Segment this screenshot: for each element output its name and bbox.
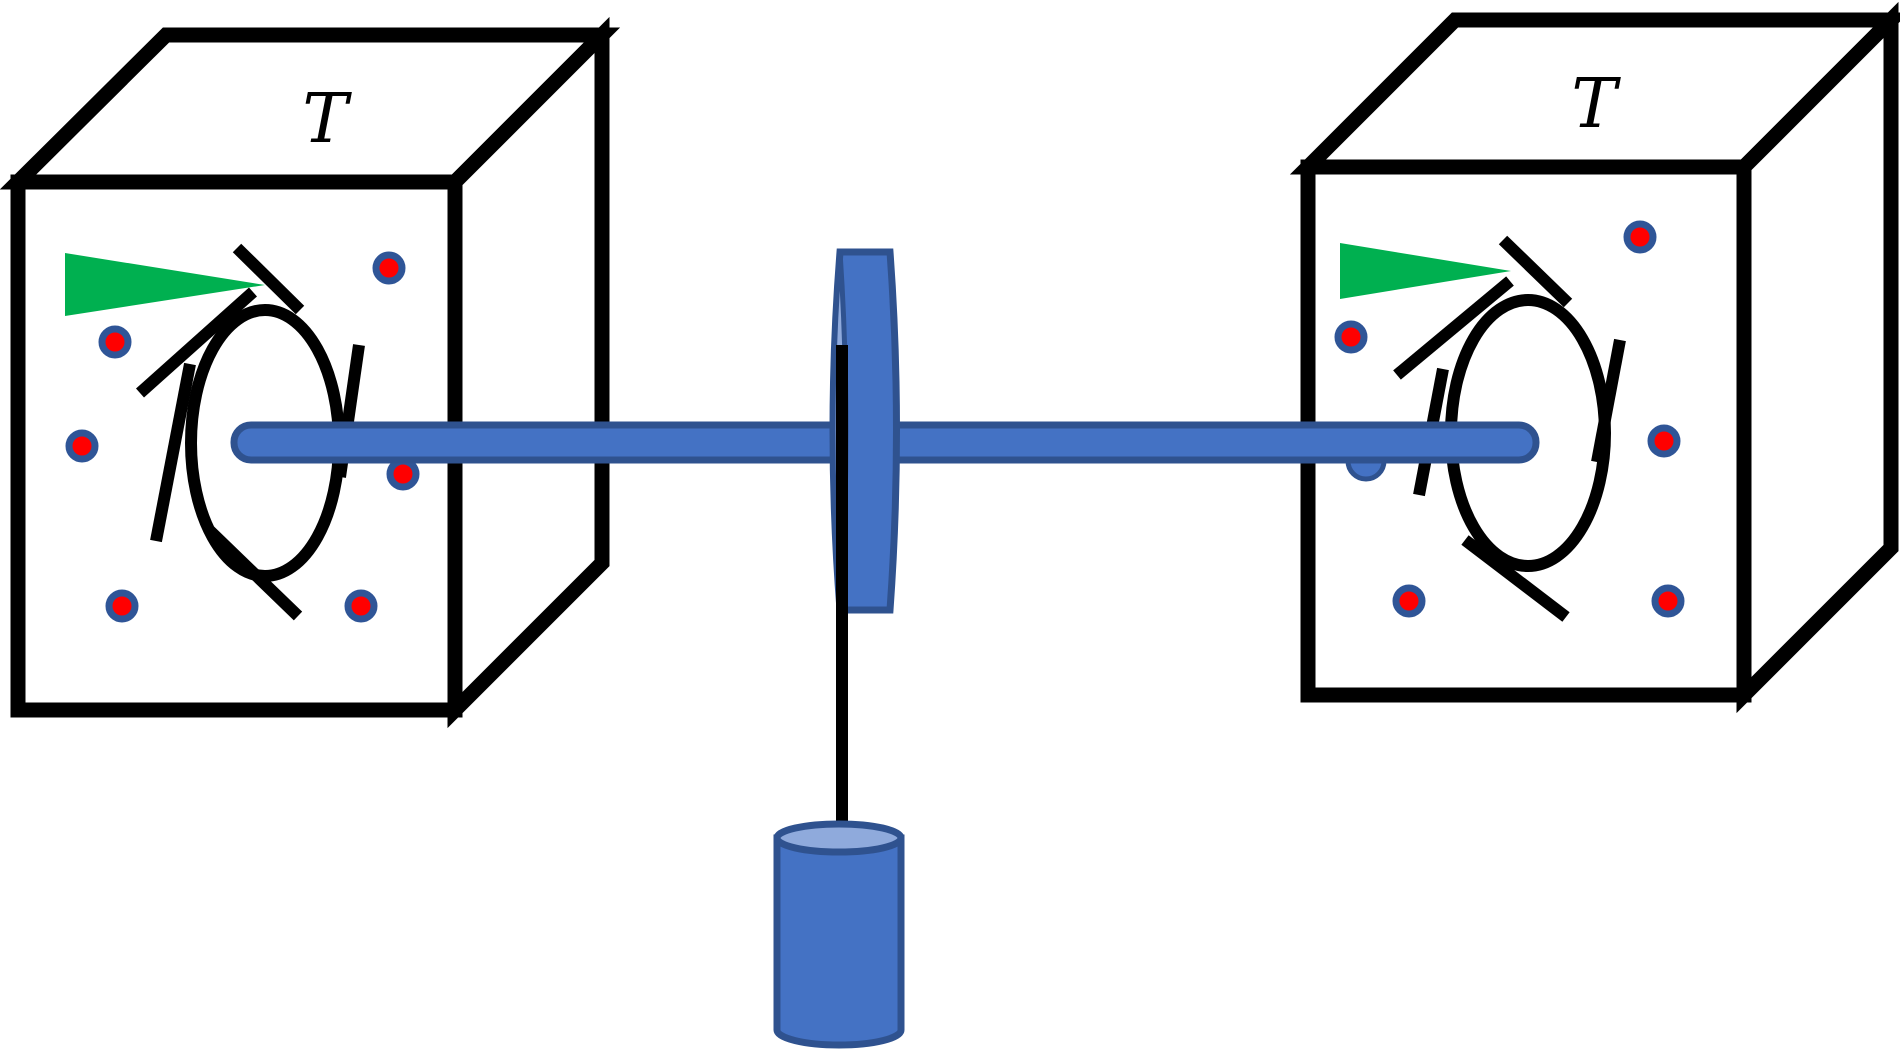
left-pointer-icon	[65, 253, 265, 316]
right-reservoir: T	[1289, 1, 1900, 714]
gas-particle	[344, 589, 378, 623]
weight-top	[773, 820, 905, 856]
weight-body	[773, 834, 905, 1049]
gas-particle	[1623, 220, 1657, 254]
vane-blade	[232, 243, 305, 315]
vane-blade	[136, 287, 257, 398]
hanging-weight	[773, 820, 905, 1049]
gas-particle	[105, 589, 139, 623]
gas-particle	[386, 457, 420, 491]
gas-particle	[98, 325, 132, 359]
gas-particle	[1334, 320, 1368, 354]
gas-particle-partial	[1345, 458, 1387, 482]
vane-blade	[1461, 535, 1570, 622]
vane-blade	[205, 526, 303, 621]
left-reservoir-temperature-label: T	[302, 80, 352, 159]
right-pointer-icon	[1340, 243, 1511, 299]
gas-particle	[372, 251, 406, 285]
gas-particle	[65, 429, 99, 463]
left-reservoir-particles	[65, 251, 420, 623]
vane-blade	[1393, 276, 1514, 380]
vane-blade	[150, 362, 196, 543]
vane-blade	[1498, 235, 1573, 308]
left-reservoir: T	[0, 16, 621, 729]
gas-particle	[1651, 584, 1685, 618]
gas-particle	[1647, 424, 1681, 458]
vane-blade	[1591, 338, 1626, 464]
left-vane-wheel	[136, 243, 365, 621]
right-reservoir-temperature-label: T	[1571, 65, 1621, 144]
gas-particle	[1392, 584, 1426, 618]
